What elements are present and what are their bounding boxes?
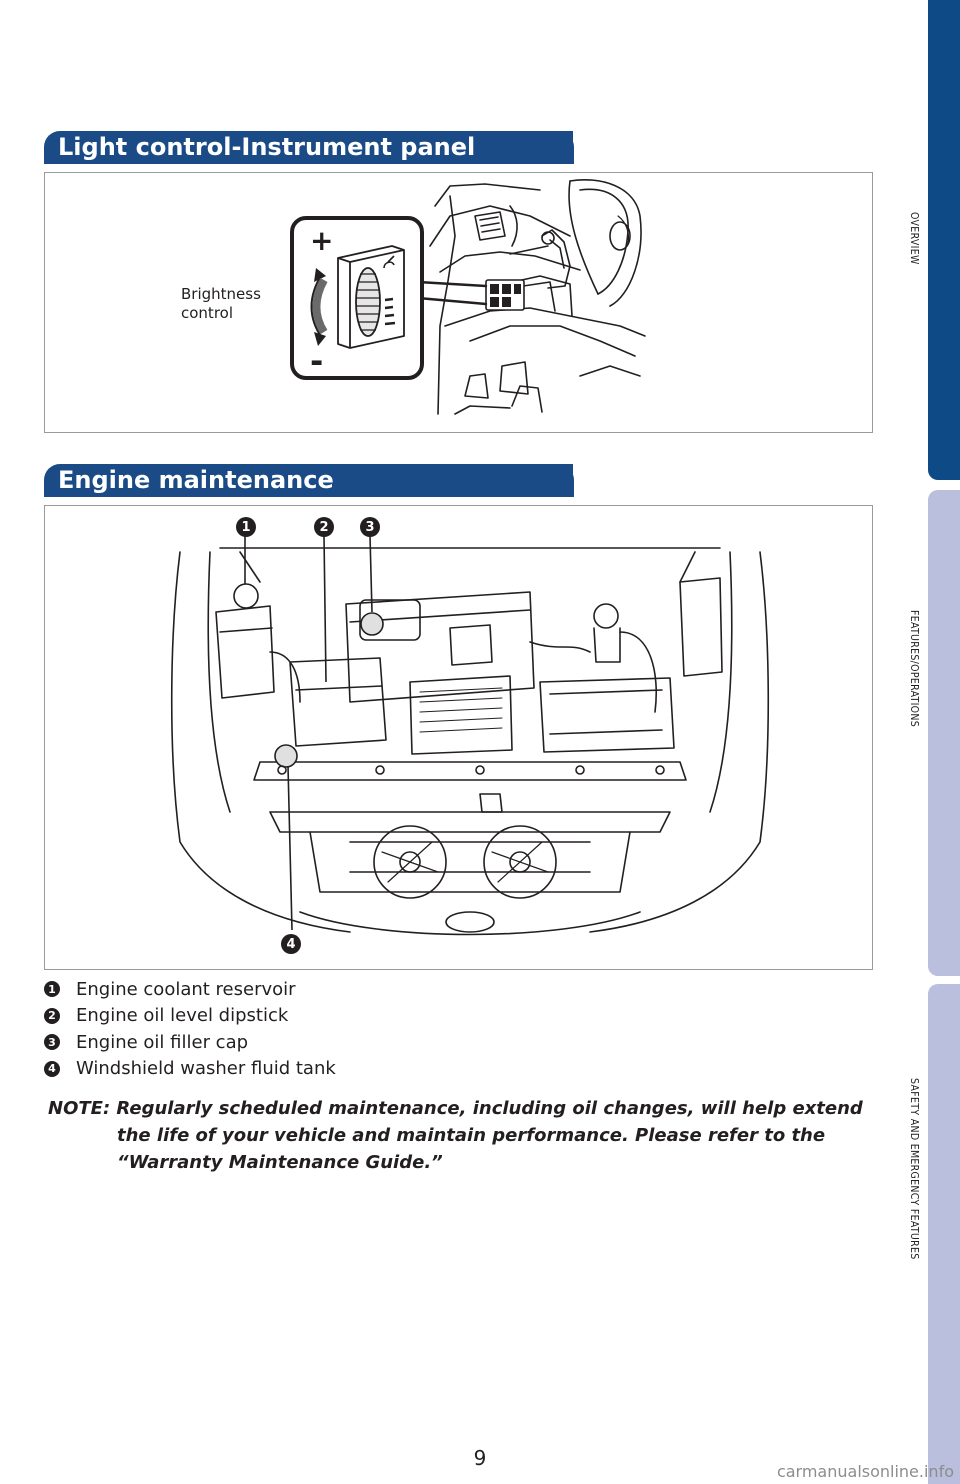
legend-text: Engine oil level dipstick — [76, 1005, 289, 1027]
section-header-light-control: Light control-Instrument panel — [44, 131, 574, 164]
legend-text: Engine oil filler cap — [76, 1031, 249, 1053]
callout-badge-2: 2 — [314, 517, 334, 537]
tab-overview[interactable] — [928, 0, 960, 480]
note-text: NOTE: Regularly scheduled maintenance, i… — [48, 1098, 863, 1173]
legend-item: 2 Engine oil level dipstick — [44, 1003, 336, 1030]
legend-text: Engine coolant reservoir — [76, 978, 296, 1000]
legend-number-icon: 1 — [44, 981, 60, 998]
legend-item: 1 Engine coolant reservoir — [44, 976, 336, 1003]
section-header-engine-maintenance: Engine maintenance — [44, 464, 574, 497]
side-label-safety: SAFETY AND EMERGENCY FEATURES — [908, 1078, 920, 1260]
page-number: 9 — [473, 1446, 487, 1470]
legend-number-icon: 2 — [44, 1007, 60, 1024]
callout-badge-1: 1 — [236, 517, 256, 537]
side-label-overview: OVERVIEW — [908, 212, 920, 265]
legend-item: 4 Windshield washer fluid tank — [44, 1056, 336, 1083]
callout-badge-3: 3 — [360, 517, 380, 537]
parts-legend: 1 Engine coolant reservoir 2 Engine oil … — [44, 976, 336, 1082]
legend-number-icon: 3 — [44, 1034, 60, 1051]
engine-bay-illustration — [170, 535, 770, 936]
legend-item: 3 Engine oil filler cap — [44, 1029, 336, 1056]
legend-text: Windshield washer fluid tank — [76, 1058, 336, 1080]
side-label-features: FEATURES/OPERATIONS — [908, 610, 920, 728]
plus-sign: + — [310, 224, 333, 257]
callout-badge-4: 4 — [281, 934, 301, 954]
tab-safety-emergency[interactable] — [928, 984, 960, 1484]
brightness-control-label: Brightness control — [181, 285, 261, 322]
instrument-panel-illustration: + - — [290, 179, 646, 415]
maintenance-note: NOTE: Regularly scheduled maintenance, i… — [48, 1095, 868, 1176]
minus-sign: - — [310, 342, 323, 380]
legend-number-icon: 4 — [44, 1060, 60, 1077]
watermark: carmanualsonline.info — [776, 1462, 954, 1481]
tab-features-operations[interactable] — [928, 490, 960, 976]
